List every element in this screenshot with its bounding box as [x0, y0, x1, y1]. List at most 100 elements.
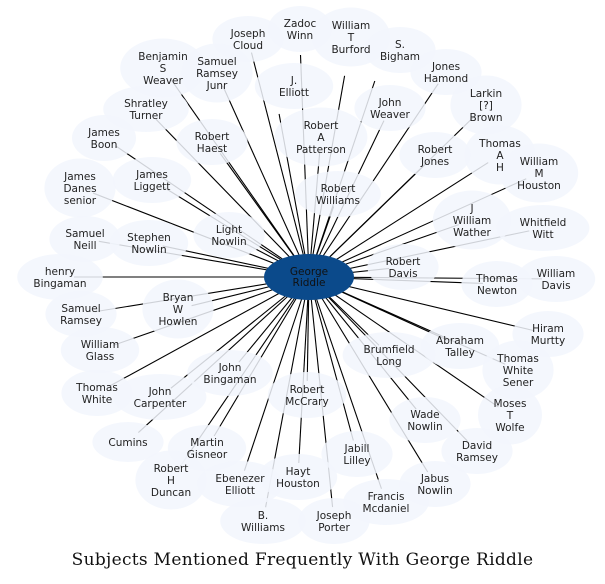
node-label-jabus-nowlin-1: Nowlin [417, 485, 452, 497]
node-label-j-elliott-0: J. [290, 75, 297, 87]
node-halo-robert-williams [295, 171, 381, 217]
node-label-james-danes-senior-0: James [63, 171, 96, 183]
node-label-moses-t-wolfe-1: T [506, 410, 514, 422]
node-halo-john-carpenter [113, 374, 207, 420]
node-label-zadoc-winn-0: Zadoc [284, 18, 317, 30]
node-label-william-davis-0: William [537, 268, 575, 280]
node-label-joseph-porter-1: Porter [318, 522, 350, 534]
node-label-whitfield-witt-0: Whitfield [520, 217, 567, 229]
node-b-williams[interactable]: B.Williams [241, 510, 285, 534]
node-label-robert-davis-0: Robert [386, 256, 421, 268]
node-label-j-william-wather-1: William [453, 215, 491, 227]
node-label-samuel-neill-1: Neill [73, 240, 96, 252]
node-label-stephen-nowlin-1: Nowlin [131, 244, 166, 256]
node-cumins[interactable]: Cumins [108, 437, 147, 449]
edge-thomas-h [308, 162, 489, 278]
center-node-george-riddle[interactable] [264, 254, 354, 300]
node-label-hayt-houston-1: Houston [276, 478, 320, 490]
node-label-henry-bingaman-0: henry [45, 266, 75, 278]
node-label-hiram-murtty-0: Hiram [532, 323, 564, 335]
node-label-thomas-newton-1: Newton [477, 285, 517, 297]
edge-jabill-lilley [308, 276, 354, 441]
node-j-elliott[interactable]: J.Elliott [279, 75, 309, 99]
node-label-henry-bingaman-1: Bingaman [33, 278, 86, 290]
node-label-william-t-burford-0: William [332, 20, 370, 32]
node-label-john-bingaman-0: John [218, 362, 242, 374]
node-label-hiram-murtty-1: Murtty [531, 335, 565, 347]
node-halo-james-danes-senior [44, 158, 116, 218]
node-label-robert-h-duncan-0: Robert [154, 463, 189, 475]
node-label-j-william-wather-2: Wather [453, 227, 491, 239]
node-halo-wade-nowlin [389, 397, 461, 443]
edge-martin-gisneor [213, 276, 310, 437]
node-halo-robert-davis [367, 244, 439, 290]
node-label-zadoc-winn-1: Winn [287, 30, 313, 42]
node-label-robert-a-patterson-0: Robert [304, 120, 339, 132]
node-halo-cumins [92, 422, 164, 462]
node-label-brumfield-long-1: Long [376, 356, 401, 368]
node-label-robert-mccrary-0: Robert [290, 384, 325, 396]
node-halo-robert-h-duncan [135, 450, 207, 510]
node-label-shratley-turner-1: Turner [128, 110, 163, 122]
node-label-bryan-w-howlen-0: Bryan [163, 292, 194, 304]
node-s-bigham[interactable]: S.Bigham [380, 39, 420, 63]
node-halo-stephen-nowlin [109, 220, 189, 266]
node-halo-thomas-white [61, 370, 133, 416]
node-label-robert-jones-0: Robert [418, 144, 453, 156]
node-label-larkin-brown-2: Brown [470, 112, 503, 124]
edge-ebenezer-elliott [243, 276, 310, 471]
node-label-s-bigham-0: S. [395, 39, 405, 51]
node-larkin-brown[interactable]: Larkin[?]Brown [470, 88, 503, 124]
node-halo-samuel-neill [49, 216, 121, 262]
